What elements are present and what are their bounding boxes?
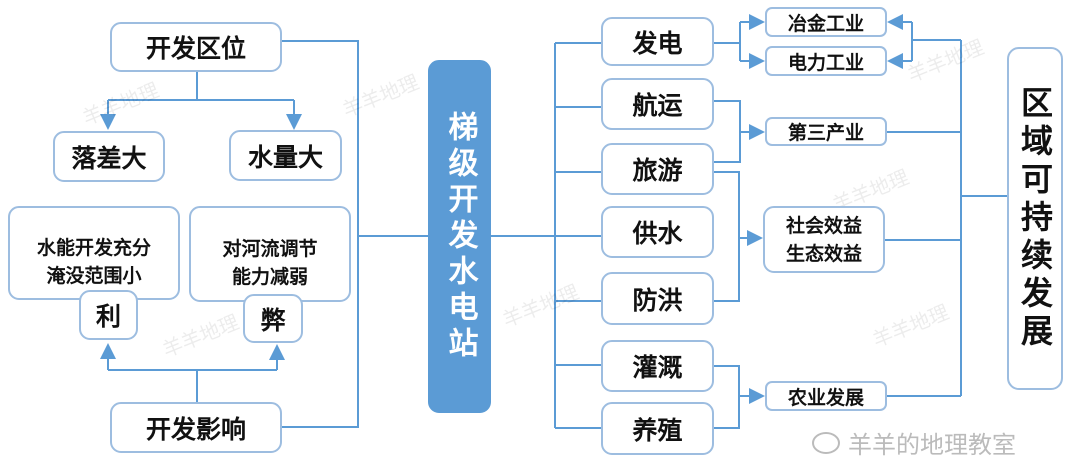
use-irrigation: 灌溉 — [601, 340, 714, 392]
pro-line1: 水能开发充分 — [36, 237, 151, 259]
use-power-generation: 发电 — [601, 17, 714, 66]
use-water-supply: 供水 — [601, 206, 714, 258]
pro-label: 利 — [79, 290, 138, 340]
pro-box: 水能开发充分 淹没范围小 — [8, 206, 180, 300]
con-label: 弊 — [243, 294, 303, 343]
wechat-icon — [812, 431, 840, 454]
goal-box: 区域可持续发展 — [1007, 47, 1063, 390]
con-line2: 能力减弱 — [231, 266, 308, 288]
con-box: 对河流调节 能力减弱 — [189, 206, 351, 302]
social-benefit: 社会效益 — [785, 214, 862, 237]
result-agriculture: 农业发展 — [765, 381, 887, 411]
result-metallurgy: 冶金工业 — [765, 7, 887, 37]
pro-line2: 淹没范围小 — [46, 265, 142, 287]
use-tourism: 旅游 — [601, 143, 714, 195]
impact-box: 开发影响 — [110, 402, 282, 453]
result-power-industry: 电力工业 — [765, 46, 887, 76]
brand-watermark: 羊羊的地理教室 — [812, 425, 1016, 460]
result-tertiary-industry: 第三产业 — [765, 117, 887, 146]
use-aquaculture: 养殖 — [601, 402, 714, 455]
use-shipping: 航运 — [601, 78, 714, 130]
center-title-box: 梯级开发水电站 — [428, 60, 491, 413]
location-box: 开发区位 — [110, 22, 282, 72]
drop-box: 落差大 — [53, 131, 165, 182]
result-social-eco-benefit: 社会效益 生态效益 — [763, 206, 885, 273]
use-flood-control: 防洪 — [601, 272, 714, 325]
con-line1: 对河流调节 — [222, 238, 318, 260]
eco-benefit: 生态效益 — [785, 242, 862, 265]
brand-text: 羊羊的地理教室 — [848, 431, 1016, 459]
flow-box: 水量大 — [229, 130, 342, 181]
